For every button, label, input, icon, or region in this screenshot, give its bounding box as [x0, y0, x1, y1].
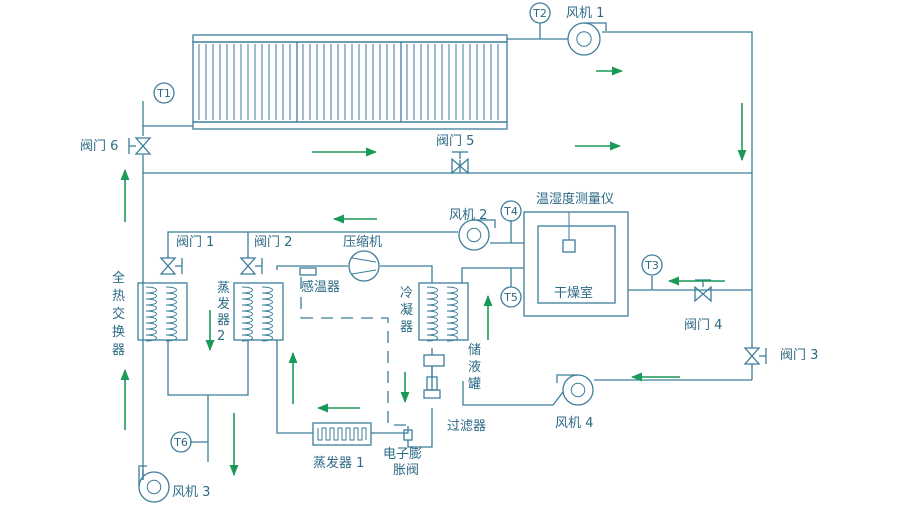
labels: 风机 1 风机 2 风机 3 风机 4 阀门 1 阀门 2 阀门 3 阀门 4 …: [80, 6, 818, 500]
evaporator-1-label: 蒸发器 1: [313, 455, 364, 471]
sensor-label-t6: T6: [173, 436, 188, 449]
sensor-t2: T2: [529, 2, 551, 24]
sensor-label-t4: T4: [503, 205, 518, 218]
valve-5-label: 阀门 5: [436, 134, 474, 149]
sensor-label-t3: T3: [644, 259, 659, 272]
fan-1-label: 风机 1: [566, 6, 604, 21]
fan-2: [458, 219, 496, 251]
label-receiver-char: 液: [468, 360, 481, 375]
label-heat_exchanger-char: 热: [112, 289, 125, 304]
valve-6[interactable]: [128, 137, 152, 155]
label-evaporator2-char: 发: [217, 296, 230, 312]
label-evaporator2-char: 2: [217, 329, 225, 344]
valve-1-label: 阀门 1: [176, 235, 214, 250]
compressor: [348, 250, 380, 282]
sensor-label-t5: T5: [503, 291, 518, 304]
sensor-label-t2: T2: [532, 7, 547, 20]
sensor-t6: T6: [170, 431, 192, 453]
fan-4-label: 风机 4: [555, 416, 593, 431]
label-evaporator2-char: 蒸: [217, 281, 230, 296]
label-heat_exchanger-char: 器: [112, 343, 125, 358]
valve-4-label: 阀门 4: [684, 318, 722, 333]
receiver-and-filter: [423, 348, 445, 399]
label-evaporator2-char: 器: [217, 313, 230, 328]
fan-3: [138, 465, 170, 503]
electronic-expansion-valve: [403, 429, 413, 441]
label-heat_exchanger-char: 全: [112, 270, 125, 286]
sensor-t3: T3: [641, 254, 663, 276]
label-condenser-char: 器: [400, 320, 413, 335]
valve-3-label: 阀门 3: [780, 348, 818, 363]
label-receiver-char: 储: [468, 343, 481, 358]
drying-room: [523, 211, 629, 317]
fan-4: [556, 374, 594, 406]
sensor-t1: T1: [153, 82, 175, 104]
drying-room-label: 干燥室: [554, 285, 593, 301]
label-condenser-char: 凝: [400, 302, 413, 318]
filter-label: 过滤器: [447, 419, 486, 434]
fan-2-label: 风机 2: [449, 208, 487, 223]
total-heat-exchanger: [137, 282, 188, 342]
label-condenser-char: 冷: [400, 286, 413, 301]
valve-2[interactable]: [239, 257, 263, 275]
condenser: [418, 282, 469, 342]
main-air-ducts: [142, 23, 753, 480]
valve-2-label: 阀门 2: [254, 235, 292, 250]
compressor-label: 压缩机: [343, 234, 382, 250]
expansion-valve-label-line1: 电子膨: [383, 447, 422, 462]
label-receiver-char: 罐: [468, 377, 481, 392]
temperature-sensor-bulb: [299, 267, 317, 276]
sensor-t4: T4: [500, 200, 522, 222]
valve-1[interactable]: [159, 257, 183, 275]
sensor-label-t1: T1: [156, 87, 171, 100]
hygrometer-label: 温湿度测量仪: [536, 191, 614, 207]
fan-3-label: 风机 3: [172, 485, 210, 500]
solar-collector-panel: [192, 34, 508, 130]
valve-5[interactable]: [451, 151, 469, 175]
evaporator-1: [312, 422, 372, 446]
refrigerant-circuit: [276, 265, 433, 448]
evaporator-2: [233, 282, 284, 342]
valve-6-label: 阀门 6: [80, 139, 118, 154]
label-heat_exchanger-char: 换: [112, 325, 125, 340]
temp-sensor-label: 感温器: [301, 279, 340, 295]
label-heat_exchanger-char: 交: [112, 306, 125, 322]
sensor-t5: T5: [500, 286, 522, 308]
expansion-valve-label-line2: 胀阀: [393, 463, 419, 478]
valve-3[interactable]: [743, 347, 767, 365]
fan-1: [567, 22, 607, 56]
